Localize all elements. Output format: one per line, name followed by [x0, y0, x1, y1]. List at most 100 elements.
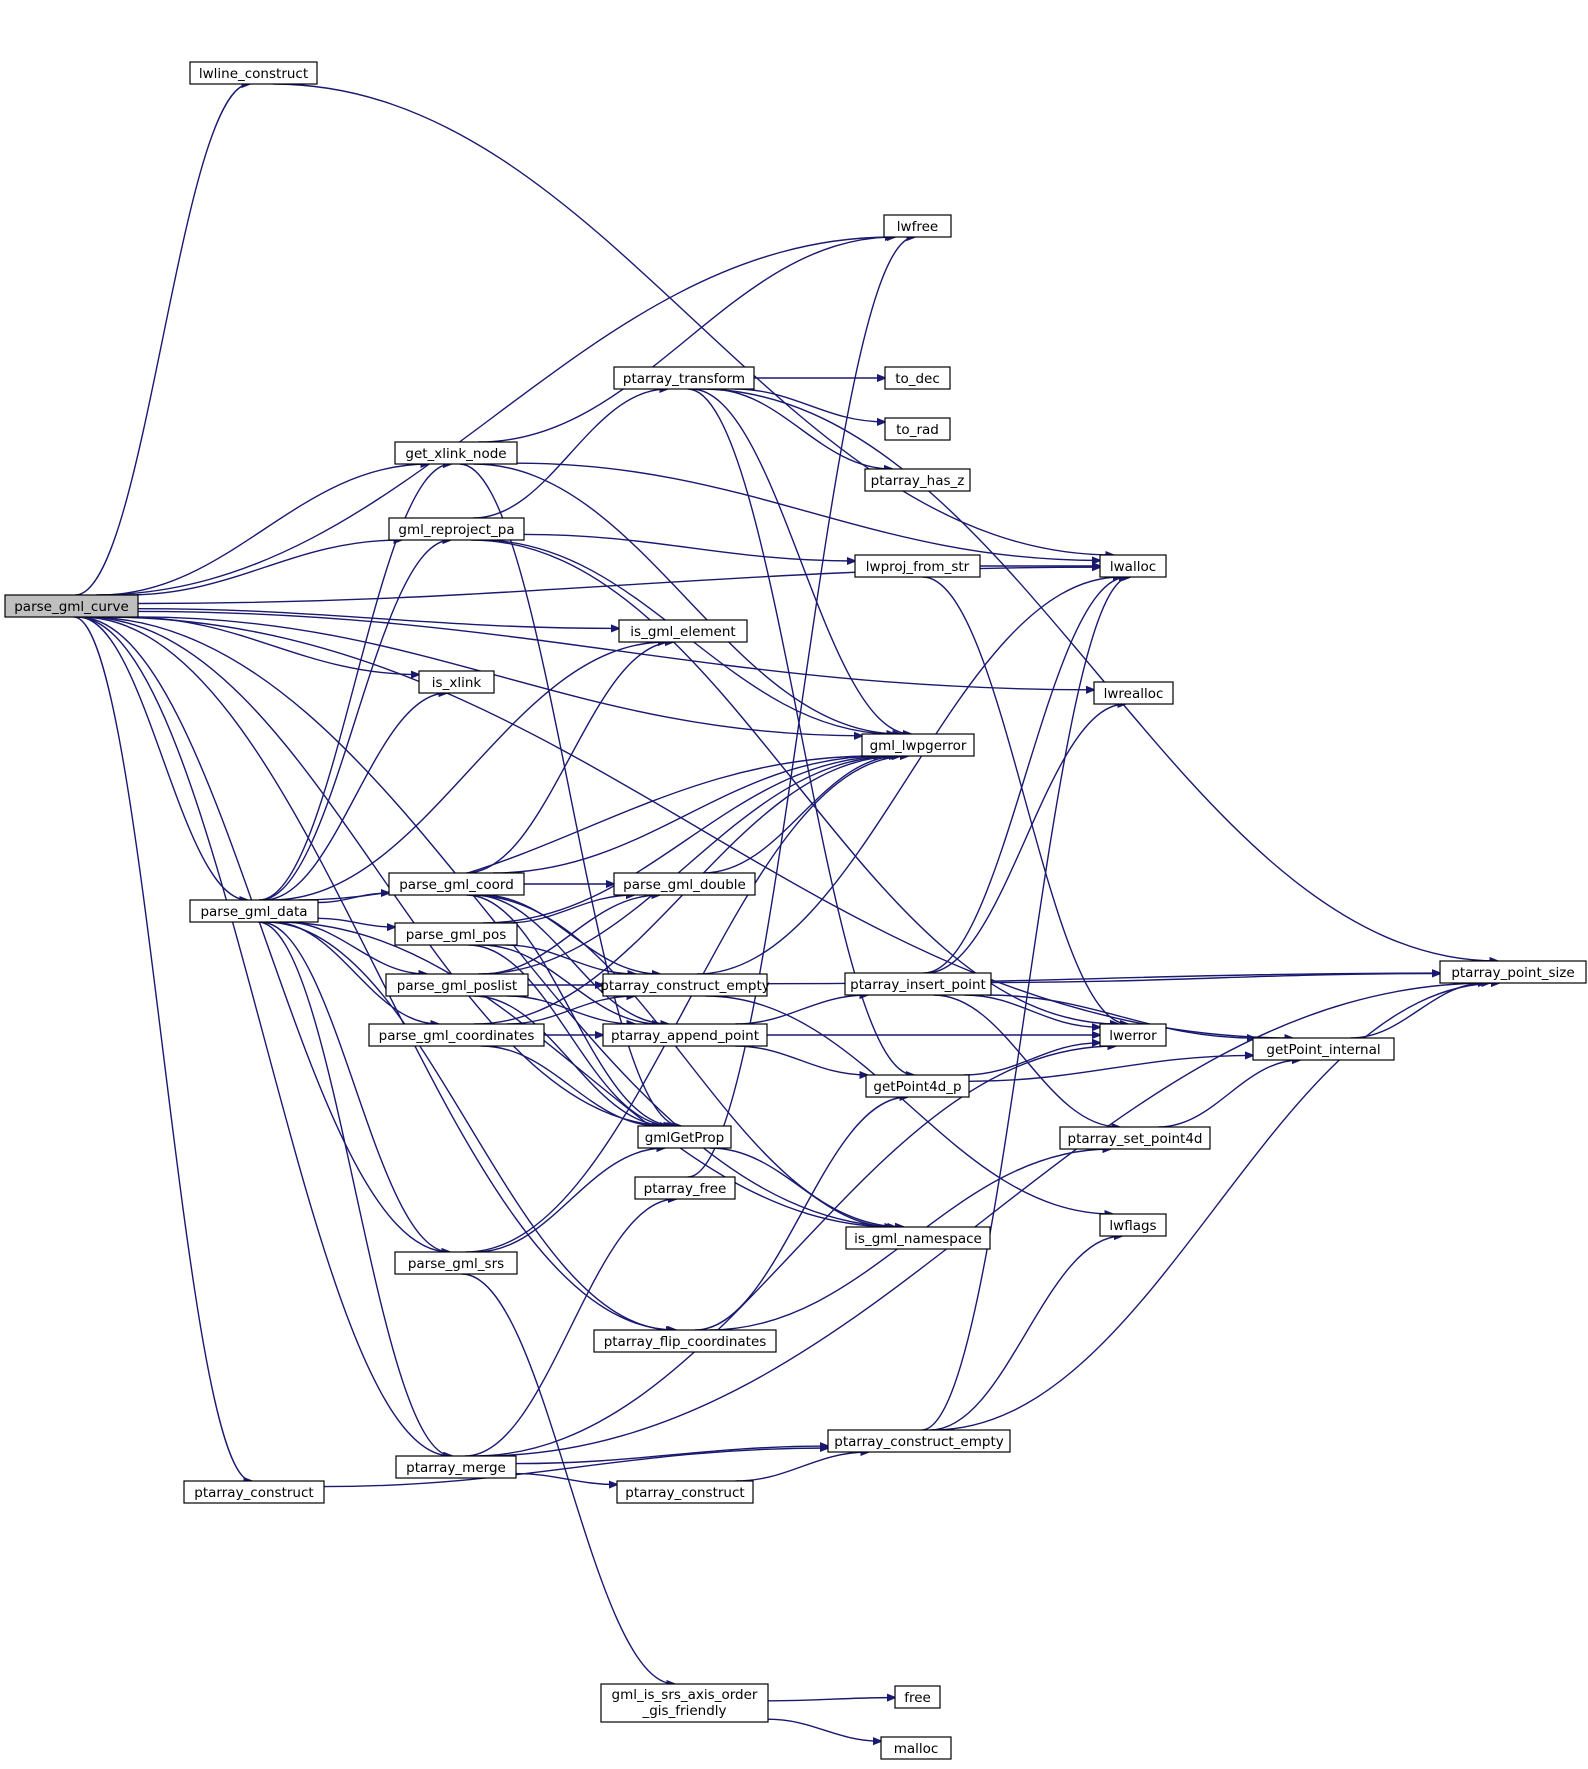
edge-ptarray-append-point-to-ptarray-insert-point	[735, 995, 867, 1025]
edge-ptarray-set-point4d-to-getPoint-internal	[1158, 1060, 1300, 1128]
node-ptarray-point-size[interactable]: ptarray_point_size	[1439, 960, 1587, 984]
node-parse-gml-curve[interactable]: parse_gml_curve	[4, 594, 139, 618]
function-nodes: parse_gml_curve lwline_construct get_xlink…	[4, 61, 1587, 1760]
node-to-rad[interactable]: to_rad	[884, 417, 951, 441]
node-label: parse_gml_pos	[406, 927, 507, 943]
edge-ptarray-merge-to-lwerror	[473, 1046, 1116, 1457]
node-ptarray-construct-mid[interactable]: ptarray_construct	[616, 1480, 754, 1504]
node-gmlGetProp[interactable]: gmlGetProp	[637, 1125, 732, 1149]
node-is-gml-namespace[interactable]: is_gml_namespace	[845, 1226, 991, 1250]
node-label: ptarray_construct	[625, 1485, 744, 1501]
node-label: ptarray_transform	[623, 371, 745, 387]
node-box	[1099, 1213, 1167, 1237]
node-label: ptarray_append_point	[611, 1028, 759, 1044]
node-parse-gml-coordinates[interactable]: parse_gml_coordinates	[368, 1023, 545, 1047]
node-box	[637, 1125, 732, 1149]
node-lwline-construct[interactable]: lwline_construct	[189, 61, 318, 85]
edge-ptarray-construct-empty-mid-to-lwflags	[705, 995, 1113, 1214]
node-malloc[interactable]: malloc	[880, 1736, 952, 1760]
edge-ptarray-construct-left-to-ptarray-construct-empty-right	[323, 1448, 828, 1488]
edge-ptarray-insert-point-to-lwerror	[964, 994, 1100, 1027]
edge-get-xlink-node-to-gmlGetProp	[459, 463, 681, 1126]
node-lwerror[interactable]: lwerror	[1099, 1023, 1167, 1047]
node-to-dec[interactable]: to_dec	[884, 366, 951, 390]
node-lwrealloc[interactable]: lwrealloc	[1093, 681, 1174, 705]
edge-parse-gml-data-to-parse-gml-srs	[260, 921, 449, 1252]
edge-ptarray-merge-to-ptarray-construct-mid	[515, 1472, 617, 1485]
node-label: parse_gml_coord	[399, 877, 514, 893]
node-box	[613, 872, 756, 896]
node-box	[189, 899, 319, 923]
node-gml-lwpgerror[interactable]: gml_lwpgerror	[861, 733, 975, 757]
node-ptarray-construct-empty-right[interactable]: ptarray_construct_empty	[827, 1429, 1011, 1453]
node-ptarray-free[interactable]: ptarray_free	[634, 1176, 736, 1200]
node-label: ptarray_free	[644, 1181, 727, 1197]
edge-parse-gml-poslist-to-parse-gml-double	[481, 895, 660, 975]
edge-gml-reproject-pa-to-lwproj-from-str	[523, 533, 855, 561]
edge-ptarray-insert-point-to-lwrealloc	[926, 704, 1125, 974]
node-gml-is-srs-axis-order[interactable]: gml_is_srs_axis_order_gis_friendly	[600, 1683, 769, 1723]
node-getPoint-internal[interactable]: getPoint_internal	[1252, 1037, 1395, 1061]
node-ptarray-construct-empty-mid[interactable]: ptarray_construct_empty	[600, 973, 770, 997]
node-ptarray-insert-point[interactable]: ptarray_insert_point	[844, 972, 992, 996]
edge-ptarray-transform-to-getPoint4d-p	[687, 388, 914, 1075]
node-lwalloc[interactable]: lwalloc	[1099, 554, 1167, 578]
node-box	[884, 417, 951, 441]
node-parse-gml-coord[interactable]: parse_gml_coord	[388, 872, 525, 896]
edge-ptarray-append-point-to-getPoint4d-p	[735, 1045, 867, 1075]
node-is-xlink[interactable]: is_xlink	[418, 670, 495, 694]
edge-get-xlink-node-to-gml-lwpgerror	[473, 463, 900, 734]
node-ptarray-construct-left[interactable]: ptarray_construct	[183, 1480, 325, 1504]
edge-ptarray-merge-to-ptarray-point-size	[479, 983, 1490, 1457]
node-ptarray-has-z[interactable]: ptarray_has_z	[864, 468, 971, 492]
node-ptarray-flip-coordinates[interactable]: ptarray_flip_coordinates	[593, 1329, 777, 1353]
node-box	[418, 670, 495, 694]
node-label: ptarray_flip_coordinates	[604, 1334, 767, 1350]
node-box	[854, 554, 981, 578]
node-parse-gml-srs[interactable]: parse_gml_srs	[394, 1251, 518, 1275]
node-label: free	[904, 1690, 931, 1706]
edge-parse-gml-data-to-get-xlink-node	[258, 464, 451, 901]
edge-ptarray-free-to-lwfree	[687, 237, 915, 1178]
edge-ptarray-construct-empty-right-to-ptarray-point-size	[932, 983, 1499, 1431]
node-is-gml-element[interactable]: is_gml_element	[618, 619, 748, 643]
edge-parse-gml-curve-to-ptarray-flip-coordinates	[80, 616, 676, 1330]
node-box	[861, 733, 975, 757]
node-ptarray-append-point[interactable]: ptarray_append_point	[602, 1023, 768, 1047]
node-label: get_xlink_node	[405, 446, 506, 462]
edge-parse-gml-poslist-to-gmlGetProp	[473, 995, 669, 1126]
edge-ptarray-merge-to-ptarray-free	[464, 1199, 676, 1457]
edge-parse-gml-data-to-gml-reproject-pa	[259, 540, 451, 901]
node-label: lwline_construct	[199, 66, 308, 82]
node-lwproj-from-str[interactable]: lwproj_from_str	[854, 554, 981, 578]
node-ptarray-set-point4d[interactable]: ptarray_set_point4d	[1059, 1126, 1211, 1150]
node-box	[634, 1176, 736, 1200]
node-box	[1059, 1126, 1211, 1150]
node-parse-gml-poslist[interactable]: parse_gml_poslist	[385, 973, 529, 997]
node-getPoint4d-p[interactable]: getPoint4d_p	[865, 1074, 970, 1098]
edge-parse-gml-data-to-parse-gml-pos	[317, 917, 395, 927]
node-box	[618, 619, 748, 643]
node-parse-gml-double[interactable]: parse_gml_double	[613, 872, 756, 896]
node-label: is_xlink	[432, 675, 482, 691]
node-box	[884, 366, 951, 390]
node-ptarray-transform[interactable]: ptarray_transform	[613, 366, 755, 390]
node-label: lwalloc	[1110, 559, 1156, 575]
node-gml-reproject-pa[interactable]: gml_reproject_pa	[388, 517, 525, 541]
node-lwfree[interactable]: lwfree	[883, 214, 952, 238]
node-label: gml_is_srs_axis_order	[612, 1687, 758, 1703]
node-ptarray-merge[interactable]: ptarray_merge	[395, 1455, 517, 1479]
node-get-xlink-node[interactable]: get_xlink_node	[394, 441, 518, 465]
node-box	[394, 1251, 518, 1275]
edge-parse-gml-data-to-is-gml-element	[270, 642, 666, 901]
node-box	[600, 1683, 769, 1723]
node-parse-gml-data[interactable]: parse_gml_data	[189, 899, 319, 923]
edge-ptarray-merge-to-ptarray-construct-empty-right	[515, 1446, 828, 1465]
edge-ptarray-transform-to-to-rad	[734, 388, 885, 422]
node-lwflags[interactable]: lwflags	[1099, 1213, 1167, 1237]
node-parse-gml-pos[interactable]: parse_gml_pos	[394, 922, 518, 946]
node-box	[183, 1480, 325, 1504]
node-free[interactable]: free	[894, 1685, 941, 1709]
edge-getPoint-internal-to-ptarray-point-size	[1350, 983, 1486, 1039]
edge-ptarray-construct-empty-mid-to-lwalloc	[696, 577, 1121, 975]
